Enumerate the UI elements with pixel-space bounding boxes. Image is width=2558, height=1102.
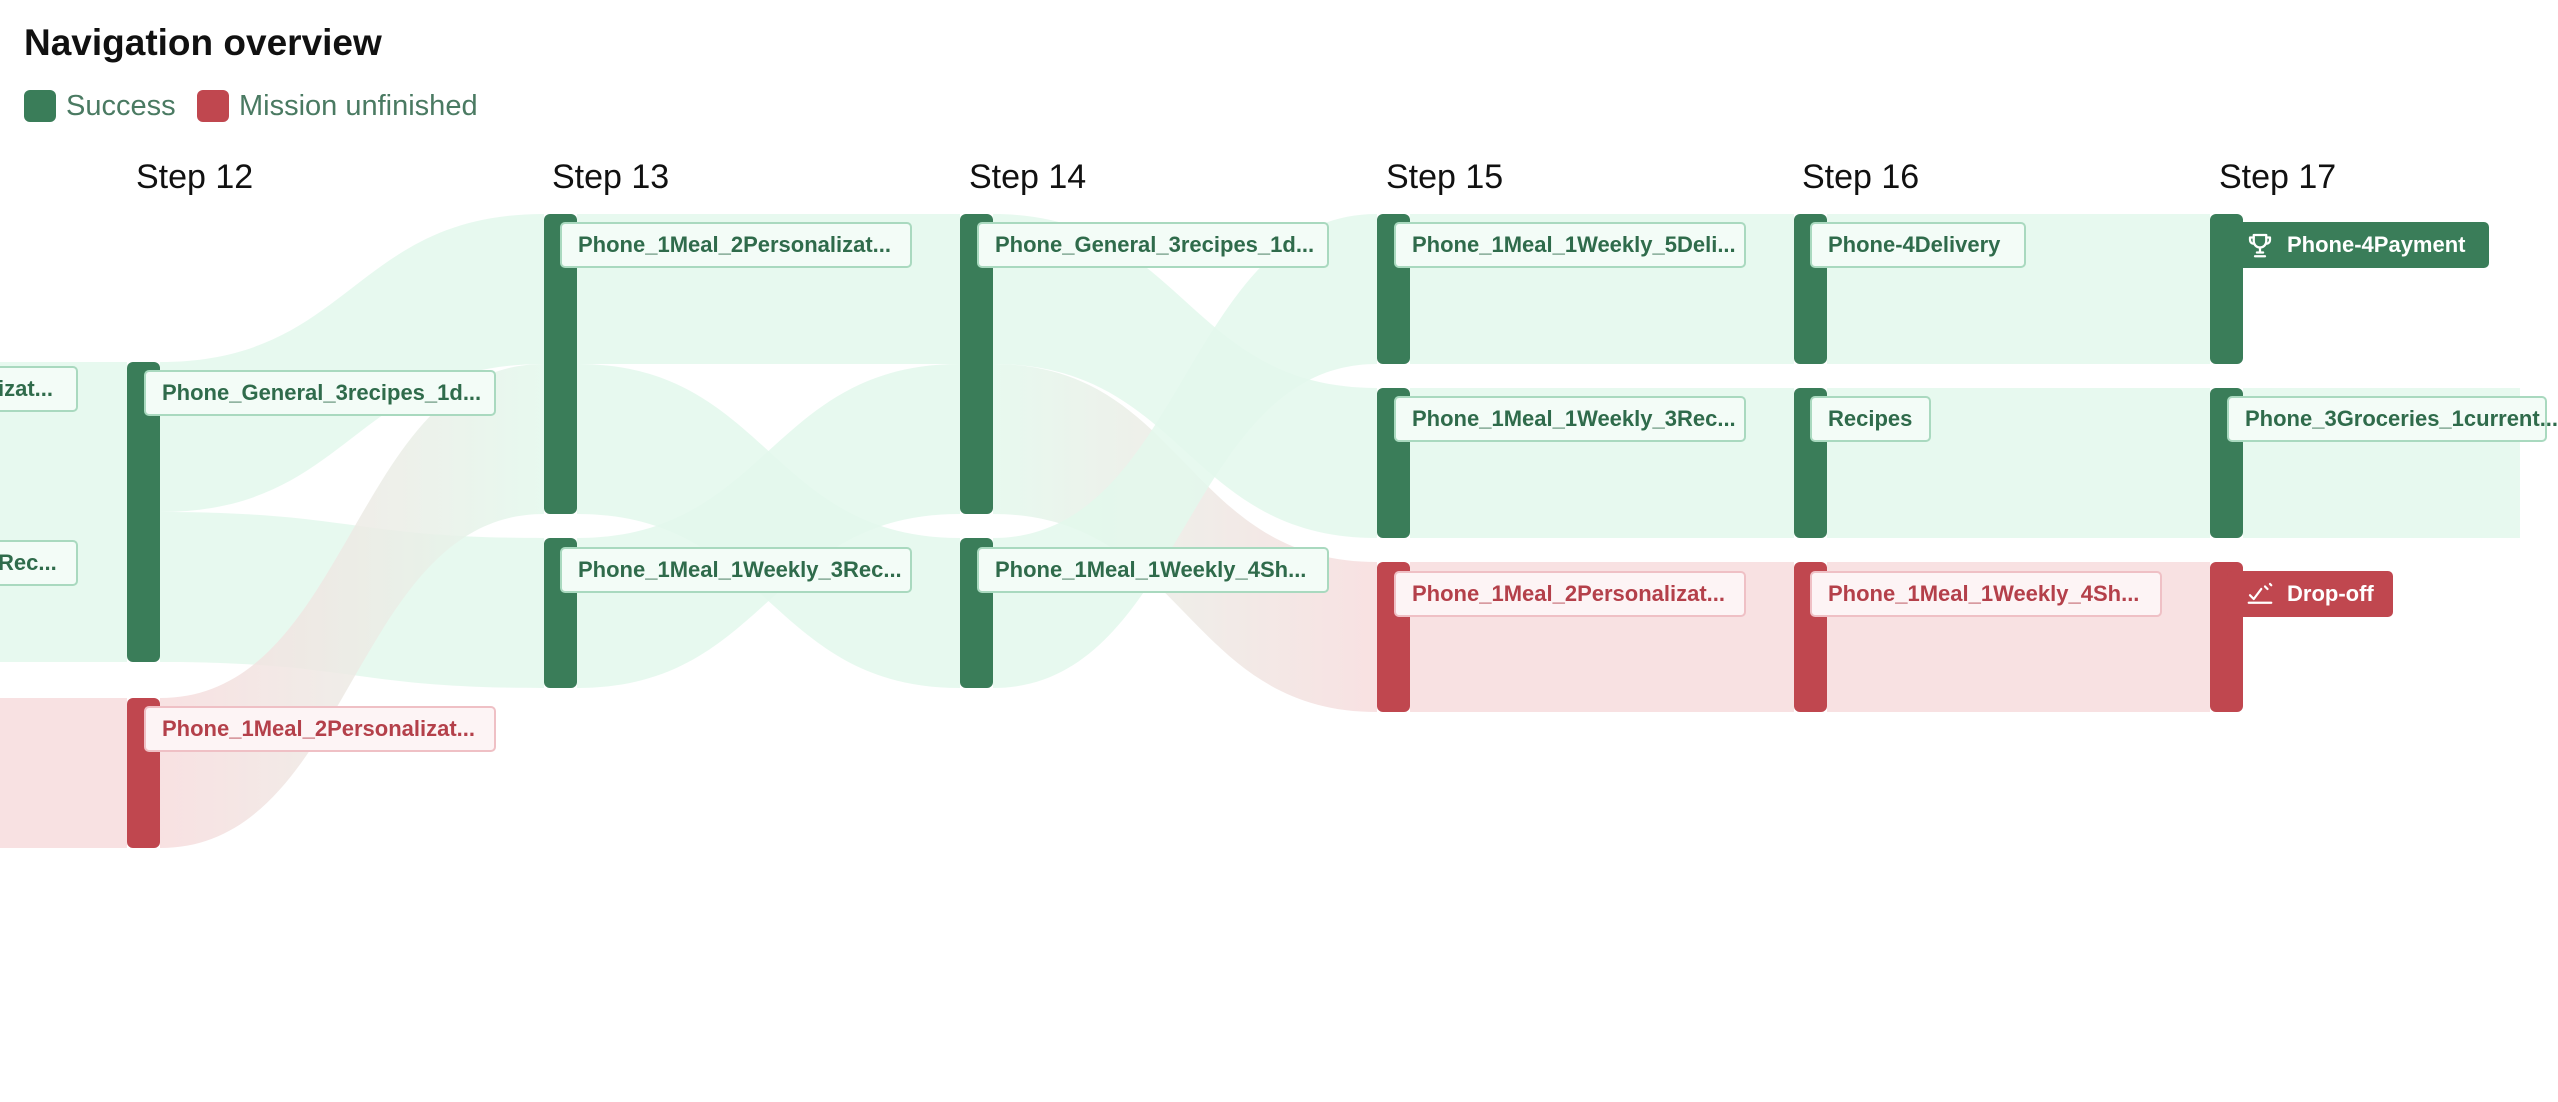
node-label-s15-a[interactable]: Phone_1Meal_1Weekly_5Deli... <box>1394 222 1746 268</box>
node-label-s12-a[interactable]: Phone_General_3recipes_1d... <box>144 370 496 416</box>
node-label-s17-a[interactable]: Phone-4Payment <box>2227 222 2489 268</box>
node-label-s12-b[interactable]: Phone_1Meal_2Personalizat... <box>144 706 496 752</box>
mission-unfinished-swatch <box>197 90 229 122</box>
flow-in-s12-a-2 <box>0 511 127 662</box>
legend-label-success: Success <box>66 89 176 122</box>
node-label-s15-b[interactable]: Phone_1Meal_1Weekly_3Rec... <box>1394 396 1746 442</box>
flow-s12a-s13a <box>160 214 544 512</box>
legend-label-mission-unfinished: Mission unfinished <box>239 89 478 122</box>
legend-item-mission-unfinished: Mission unfinished <box>197 87 478 125</box>
flow-s14a-s15c <box>993 364 1377 712</box>
step-header-12: Step 12 <box>136 158 254 196</box>
step-header-13: Step 13 <box>552 158 670 196</box>
legend-item-success: Success <box>24 87 176 125</box>
node-label-s13-a[interactable]: Phone_1Meal_2Personalizat... <box>560 222 912 268</box>
node-label-s17-b[interactable]: Phone_3Groceries_1current... <box>2227 396 2558 442</box>
page-title: Navigation overview <box>24 22 382 63</box>
node-label-s16-a[interactable]: Phone-4Delivery <box>1810 222 2026 268</box>
trophy-icon <box>2245 230 2275 260</box>
step-header-17: Step 17 <box>2219 158 2337 196</box>
node-label-s14-b[interactable]: Phone_1Meal_1Weekly_4Sh... <box>977 547 1329 593</box>
node-label-s16-b[interactable]: Recipes <box>1810 396 1931 442</box>
node-label-partial-b[interactable]: Rec... <box>0 540 78 586</box>
node-label-s16-c[interactable]: Phone_1Meal_1Weekly_4Sh... <box>1810 571 2162 617</box>
node-label-s14-a[interactable]: Phone_General_3recipes_1d... <box>977 222 1329 268</box>
success-swatch <box>24 90 56 122</box>
step-header-15: Step 15 <box>1386 158 1504 196</box>
drop-off-icon <box>2245 579 2275 609</box>
step-header-14: Step 14 <box>969 158 1087 196</box>
node-label-partial-a[interactable]: izat... <box>0 366 78 412</box>
node-label-s13-b[interactable]: Phone_1Meal_1Weekly_3Rec... <box>560 547 912 593</box>
flow-in-s12-b <box>0 697 127 849</box>
node-label-s15-c[interactable]: Phone_1Meal_2Personalizat... <box>1394 571 1746 617</box>
flow-s13b-s14a <box>577 364 960 688</box>
node-label-s17-c[interactable]: Drop-off <box>2227 571 2393 617</box>
step-header-16: Step 16 <box>1802 158 1920 196</box>
